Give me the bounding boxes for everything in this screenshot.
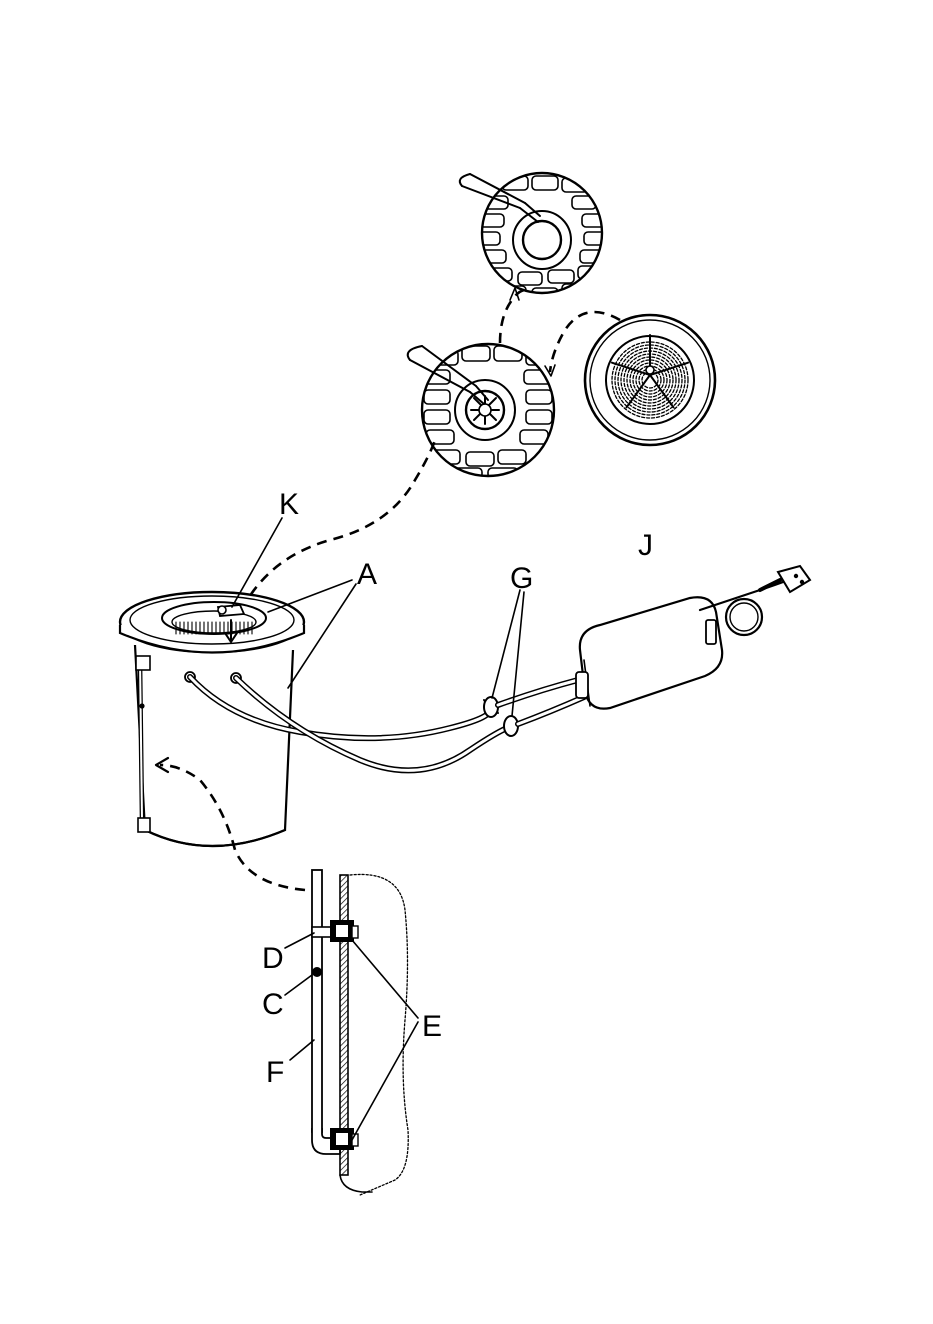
label-f: F bbox=[266, 1056, 284, 1089]
pump-unit bbox=[576, 566, 810, 709]
label-d: D bbox=[262, 942, 284, 975]
skimmer-body bbox=[120, 592, 304, 846]
dashed-arrow-mid-to-top bbox=[500, 290, 530, 343]
label-e: E bbox=[422, 1010, 442, 1043]
detail-circle-middle bbox=[408, 344, 554, 478]
wall-detail bbox=[312, 870, 408, 1195]
label-j: J bbox=[638, 529, 653, 562]
label-k: K bbox=[279, 488, 299, 521]
filter-cartridge-top-view bbox=[585, 315, 715, 445]
label-g: G bbox=[510, 562, 533, 595]
label-a: A bbox=[357, 558, 377, 591]
label-c: C bbox=[262, 988, 284, 1021]
detail-circle-top bbox=[460, 173, 608, 300]
